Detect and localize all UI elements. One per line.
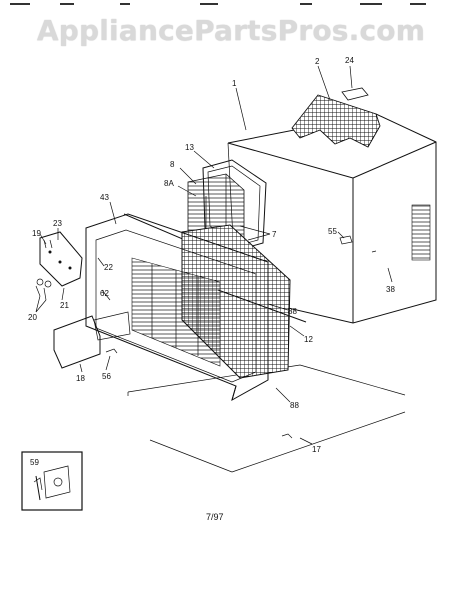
callout-38: 38 [386,285,395,294]
door-part [53,315,101,369]
front-grille-part [85,213,269,402]
callout-59: 59 [30,458,39,467]
control-panel-part [39,231,83,287]
watermark: AppliancePartsPros.com [36,14,426,47]
callout-12: 12 [304,335,313,344]
screw-part [105,348,118,354]
callout-1: 1 [232,79,237,88]
clip-part [339,235,353,245]
callout-56: 56 [102,372,111,381]
callout-19: 19 [32,229,41,238]
bar-part-12 [217,289,307,323]
callout-62: 62 [100,289,109,298]
label-plate-part [341,87,369,101]
callout-55: 55 [328,227,337,236]
callout-21: 21 [60,301,69,310]
callout-18: 18 [76,374,85,383]
callout-13: 13 [185,143,194,152]
callout-labels: 1 2 24 13 8 8A 7 43 23 19 22 21 20 62 88… [28,56,395,454]
knobs-part [35,278,52,301]
inset-detail: 59 [21,451,83,511]
revision-date: 7/97 [206,512,224,522]
base-outline [127,364,406,473]
leader-lines [35,65,393,445]
callout-8: 8 [170,160,175,169]
callout-23: 23 [53,219,62,228]
top-cropped-header-strip [0,0,462,10]
side-vent [411,204,431,261]
callout-88-lower: 88 [290,401,299,410]
callout-8a: 8A [164,179,174,188]
callout-24: 24 [345,56,354,65]
callout-20: 20 [28,313,37,322]
callout-17: 17 [312,445,321,454]
callout-7: 7 [272,230,277,239]
callout-22: 22 [104,263,113,272]
callout-2: 2 [315,57,320,66]
callout-43: 43 [100,193,109,202]
callout-88-upper: 88 [288,307,297,316]
